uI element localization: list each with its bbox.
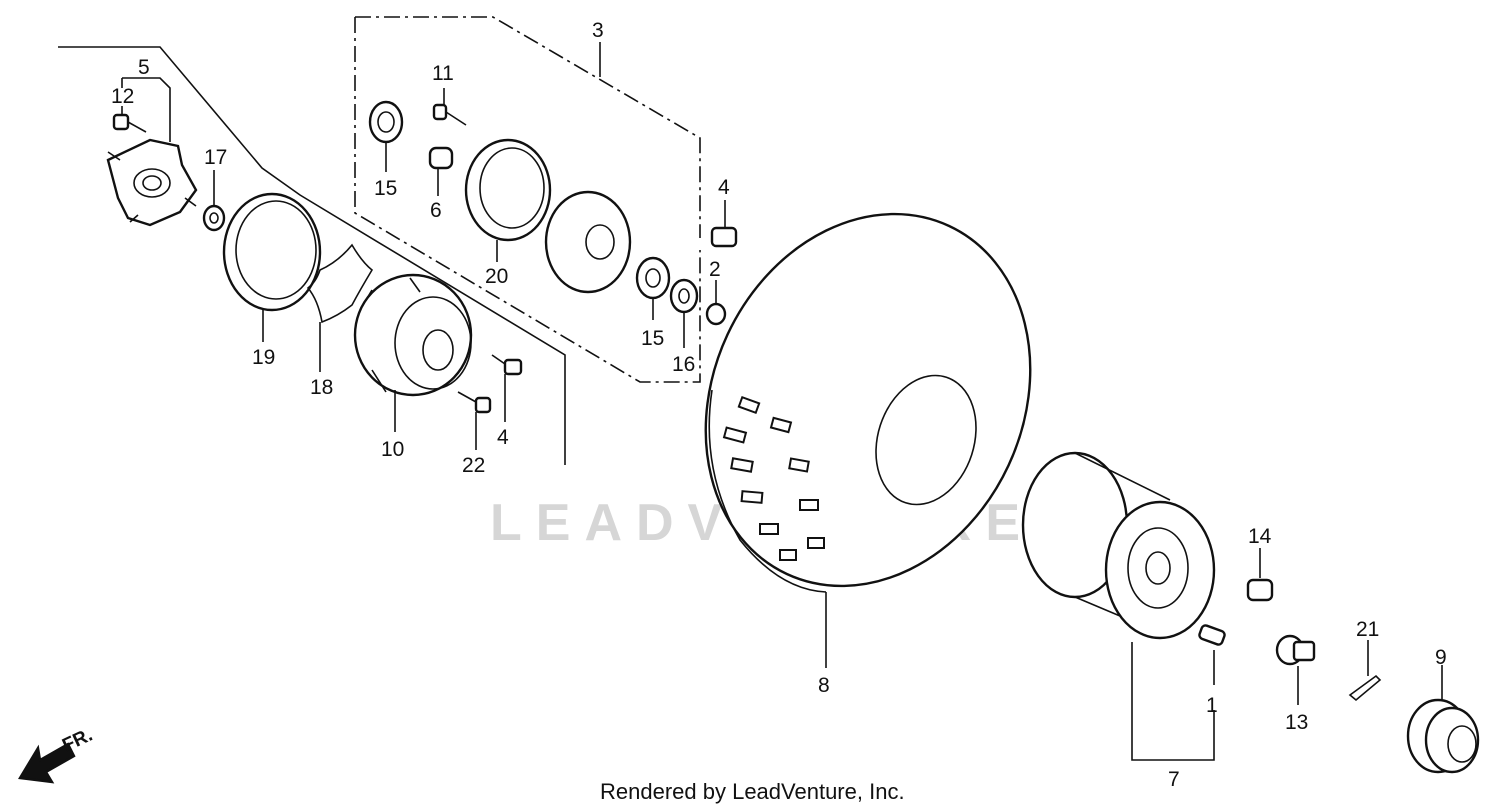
- collar-part-6: [428, 146, 454, 170]
- o-ring-part-18: [306, 243, 374, 324]
- cap-part-9: [1406, 698, 1480, 774]
- hub-plate-part-3: [544, 190, 632, 294]
- callout-numbers: 1 2 3 4 4 5 6 7 8 9 10 11 12 13 14 15 15…: [111, 19, 1447, 791]
- wheel-hub-part-5: [106, 138, 198, 227]
- bolt-part-22: [457, 391, 492, 414]
- callout-9: 9: [1435, 646, 1447, 669]
- callout-4-lower: 4: [497, 426, 509, 449]
- brake-drum-part-10: [353, 273, 473, 397]
- nut-part-14: [1246, 578, 1274, 602]
- callout-21: 21: [1356, 618, 1379, 641]
- tire-part-8: [704, 212, 1032, 593]
- castle-nut-part-13: [1275, 634, 1316, 666]
- bolt-part-4-lower: [491, 354, 523, 376]
- callout-1: 1: [1206, 694, 1218, 717]
- callout-11: 11: [432, 62, 454, 85]
- group-bracket-5: [58, 46, 566, 465]
- bearing-part-16: [669, 278, 699, 314]
- callout-20: 20: [485, 265, 508, 288]
- callout-6: 6: [430, 199, 442, 222]
- callout-22: 22: [462, 454, 485, 477]
- arrow-icon: [18, 742, 76, 784]
- callout-7: 7: [1168, 768, 1180, 791]
- rim-part-7: [1021, 451, 1216, 640]
- collar-part-2: [705, 302, 727, 326]
- callout-3: 3: [592, 19, 604, 42]
- cotter-pin-part-21: [1348, 674, 1382, 702]
- bearing-part-15-lower: [635, 256, 671, 300]
- callout-2: 2: [709, 258, 721, 281]
- callout-10: 10: [381, 438, 404, 461]
- front-direction-marker: FR.: [18, 725, 96, 784]
- bearing-part-15-upper: [368, 100, 404, 144]
- callout-17: 17: [204, 146, 227, 169]
- callout-14: 14: [1248, 525, 1272, 548]
- callout-18: 18: [310, 376, 333, 399]
- nut-part-4-upper: [710, 226, 738, 248]
- callout-5: 5: [138, 56, 150, 79]
- callout-16: 16: [672, 353, 695, 376]
- seal-ring-part-19: [222, 192, 322, 312]
- callout-13: 13: [1285, 711, 1308, 734]
- callout-8: 8: [818, 674, 830, 697]
- bolt-part-12: [112, 113, 147, 133]
- seal-part-20: [464, 138, 552, 242]
- leader-lines: [121, 42, 1443, 761]
- bolt-part-11: [432, 103, 467, 126]
- callout-15-lower: 15: [641, 327, 664, 350]
- callout-12: 12: [111, 85, 134, 108]
- callout-4-upper: 4: [718, 176, 730, 199]
- credit-line: Rendered by LeadVenture, Inc.: [600, 779, 905, 804]
- group-bracket-3: [354, 16, 701, 383]
- bearing-part-17: [202, 204, 226, 232]
- valve-part-1: [1198, 624, 1226, 646]
- callout-15-upper: 15: [374, 177, 397, 200]
- callout-19: 19: [252, 346, 275, 369]
